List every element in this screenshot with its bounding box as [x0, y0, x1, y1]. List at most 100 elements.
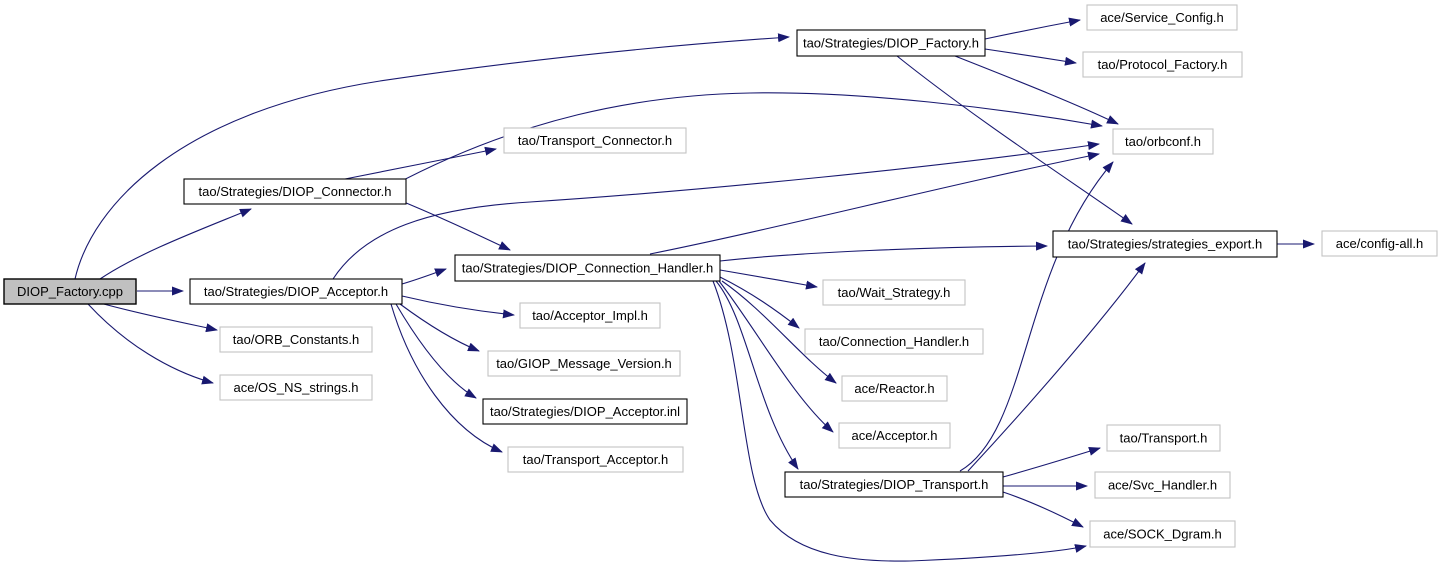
node-label-protocol-factory-h: tao/Protocol_Factory.h — [1098, 57, 1228, 72]
node-diop-acceptor-h[interactable]: tao/Strategies/DIOP_Acceptor.h — [189, 278, 403, 305]
node-box-config-all-h[interactable] — [1321, 230, 1438, 257]
node-box-acceptor-impl-h[interactable] — [519, 302, 661, 329]
edge-diop-factory-cpp--diop-factory-h — [74, 33, 790, 280]
edge-diop-factory-cpp--orb-constants-h — [99, 302, 218, 333]
node-box-orbconf-h[interactable] — [1112, 128, 1214, 155]
edge-diop-factory-cpp--diop-connector-h — [99, 208, 252, 280]
edge-diop-acceptor-h--diop-acceptor-inl — [395, 303, 477, 399]
node-box-transport-connector-h[interactable] — [503, 127, 687, 154]
edge-diop-connection-handler-h--connection-handler-h — [719, 276, 800, 329]
node-box-reactor-h[interactable] — [841, 375, 948, 402]
node-acceptor-h[interactable]: ace/Acceptor.h — [838, 422, 951, 449]
node-box-acceptor-h[interactable] — [838, 422, 951, 449]
edge-diop-connection-handler-h--reactor-h — [721, 280, 837, 384]
node-transport-acceptor-h[interactable]: tao/Transport_Acceptor.h — [507, 446, 684, 473]
node-box-diop-factory-cpp — [3, 278, 137, 305]
node-label-reactor-h: ace/Reactor.h — [854, 381, 934, 396]
node-reactor-h[interactable]: ace/Reactor.h — [841, 375, 948, 402]
edge-diop-connection-handler-h--wait-strategy-h — [719, 269, 818, 290]
node-box-giop-message-version-h[interactable] — [487, 350, 681, 377]
node-label-connection-handler-h: tao/Connection_Handler.h — [819, 334, 969, 349]
node-label-os-ns-strings-h: ace/OS_NS_strings.h — [233, 380, 358, 395]
node-connection-handler-h[interactable]: tao/Connection_Handler.h — [804, 328, 984, 355]
node-label-transport-h: tao/Transport.h — [1120, 431, 1208, 446]
edge-diop-acceptor-h--orbconf-h — [332, 141, 1100, 280]
node-acceptor-impl-h[interactable]: tao/Acceptor_Impl.h — [519, 302, 661, 329]
node-diop-connection-handler-h[interactable]: tao/Strategies/DIOP_Connection_Handler.h — [454, 254, 721, 282]
node-label-wait-strategy-h: tao/Wait_Strategy.h — [838, 285, 951, 300]
node-label-orb-constants-h: tao/ORB_Constants.h — [233, 332, 359, 347]
node-box-connection-handler-h[interactable] — [804, 328, 984, 355]
edge-diop-factory-h--protocol-factory-h — [984, 48, 1077, 66]
node-label-diop-transport-h: tao/Strategies/DIOP_Transport.h — [800, 477, 989, 492]
nodes-layer: DIOP_Factory.cpp tao/Strategies/DIOP_Acce… — [3, 4, 1438, 548]
edge-diop-connector-h--diop-connection-handler-h — [393, 197, 511, 251]
edge-diop-transport-h--sock-dgram-h — [1002, 491, 1084, 528]
edge-diop-connector-h--orbconf-h — [391, 92, 1103, 187]
node-label-transport-acceptor-h: tao/Transport_Acceptor.h — [523, 452, 669, 467]
node-svc-handler-h[interactable]: ace/Svc_Handler.h — [1094, 471, 1231, 499]
node-diop-connector-h[interactable]: tao/Strategies/DIOP_Connector.h — [183, 178, 407, 205]
node-label-giop-message-version-h: tao/GIOP_Message_Version.h — [496, 356, 672, 371]
node-diop-factory-h[interactable]: tao/Strategies/DIOP_Factory.h — [796, 29, 986, 57]
edge-diop-connection-handler-h--sock-dgram-h — [712, 280, 1087, 562]
node-label-acceptor-h: ace/Acceptor.h — [852, 428, 938, 443]
node-diop-transport-h[interactable]: tao/Strategies/DIOP_Transport.h — [784, 471, 1004, 498]
node-label-diop-factory-cpp: DIOP_Factory.cpp — [17, 284, 123, 299]
node-box-strategies-export-h[interactable] — [1052, 230, 1278, 258]
node-label-svc-handler-h: ace/Svc_Handler.h — [1108, 478, 1217, 493]
node-label-transport-connector-h: tao/Transport_Connector.h — [518, 133, 672, 148]
node-box-diop-transport-h[interactable] — [784, 471, 1004, 498]
node-label-config-all-h: ace/config-all.h — [1336, 236, 1423, 251]
node-transport-connector-h[interactable]: tao/Transport_Connector.h — [503, 127, 687, 154]
node-transport-h[interactable]: tao/Transport.h — [1106, 424, 1221, 452]
node-label-diop-factory-h: tao/Strategies/DIOP_Factory.h — [803, 36, 979, 51]
edge-diop-acceptor-h--giop-message-version-h — [399, 303, 480, 352]
node-giop-message-version-h[interactable]: tao/GIOP_Message_Version.h — [487, 350, 681, 377]
edge-diop-connector-h--transport-connector-h — [344, 146, 497, 180]
node-label-diop-acceptor-inl: tao/Strategies/DIOP_Acceptor.inl — [490, 404, 680, 419]
node-box-service-config-h[interactable] — [1086, 4, 1238, 31]
node-box-diop-connector-h[interactable] — [183, 178, 407, 205]
node-label-diop-acceptor-h: tao/Strategies/DIOP_Acceptor.h — [204, 284, 388, 299]
edge-diop-acceptor-h--acceptor-impl-h — [401, 295, 515, 319]
edge-diop-transport-h--strategies-export-h — [967, 262, 1146, 472]
node-label-diop-connection-handler-h: tao/Strategies/DIOP_Connection_Handler.h — [462, 261, 714, 276]
edge-diop-connection-handler-h--strategies-export-h — [719, 241, 1048, 262]
edge-diop-connection-handler-h--orbconf-h — [649, 151, 1100, 255]
node-sock-dgram-h[interactable]: ace/SOCK_Dgram.h — [1089, 520, 1236, 548]
edge-diop-connection-handler-h--acceptor-h — [718, 280, 834, 433]
node-box-orb-constants-h[interactable] — [219, 326, 373, 353]
edge-diop-factory-h--strategies-export-h — [896, 55, 1133, 225]
node-protocol-factory-h[interactable]: tao/Protocol_Factory.h — [1082, 51, 1243, 78]
node-strategies-export-h[interactable]: tao/Strategies/strategies_export.h — [1052, 230, 1278, 258]
node-box-wait-strategy-h[interactable] — [822, 279, 966, 306]
node-box-protocol-factory-h[interactable] — [1082, 51, 1243, 78]
node-box-diop-connection-handler-h[interactable] — [454, 254, 721, 282]
node-box-svc-handler-h[interactable] — [1094, 471, 1231, 499]
edge-diop-factory-h--orbconf-h — [954, 55, 1119, 125]
node-box-transport-h[interactable] — [1106, 424, 1221, 452]
node-box-diop-factory-h[interactable] — [796, 29, 986, 57]
edge-diop-acceptor-h--transport-acceptor-h — [390, 303, 503, 453]
edge-diop-connection-handler-h--diop-transport-h — [715, 280, 799, 470]
node-box-sock-dgram-h[interactable] — [1089, 520, 1236, 548]
node-box-transport-acceptor-h[interactable] — [507, 446, 684, 473]
node-box-diop-acceptor-h[interactable] — [189, 278, 403, 305]
node-box-os-ns-strings-h[interactable] — [219, 374, 373, 401]
node-box-diop-acceptor-inl[interactable] — [482, 398, 688, 425]
edge-diop-acceptor-h--diop-connection-handler-h — [401, 268, 447, 285]
edge-diop-factory-cpp--os-ns-strings-h — [87, 303, 214, 385]
node-orbconf-h[interactable]: tao/orbconf.h — [1112, 128, 1214, 155]
node-os-ns-strings-h[interactable]: ace/OS_NS_strings.h — [219, 374, 373, 401]
node-orb-constants-h[interactable]: tao/ORB_Constants.h — [219, 326, 373, 353]
edge-diop-transport-h--transport-h — [1002, 446, 1101, 478]
node-diop-acceptor-inl[interactable]: tao/Strategies/DIOP_Acceptor.inl — [482, 398, 688, 425]
node-config-all-h[interactable]: ace/config-all.h — [1321, 230, 1438, 257]
node-label-strategies-export-h: tao/Strategies/strategies_export.h — [1068, 237, 1262, 252]
node-service-config-h[interactable]: ace/Service_Config.h — [1086, 4, 1238, 31]
node-diop-factory-cpp: DIOP_Factory.cpp — [3, 278, 137, 305]
node-wait-strategy-h[interactable]: tao/Wait_Strategy.h — [822, 279, 966, 306]
